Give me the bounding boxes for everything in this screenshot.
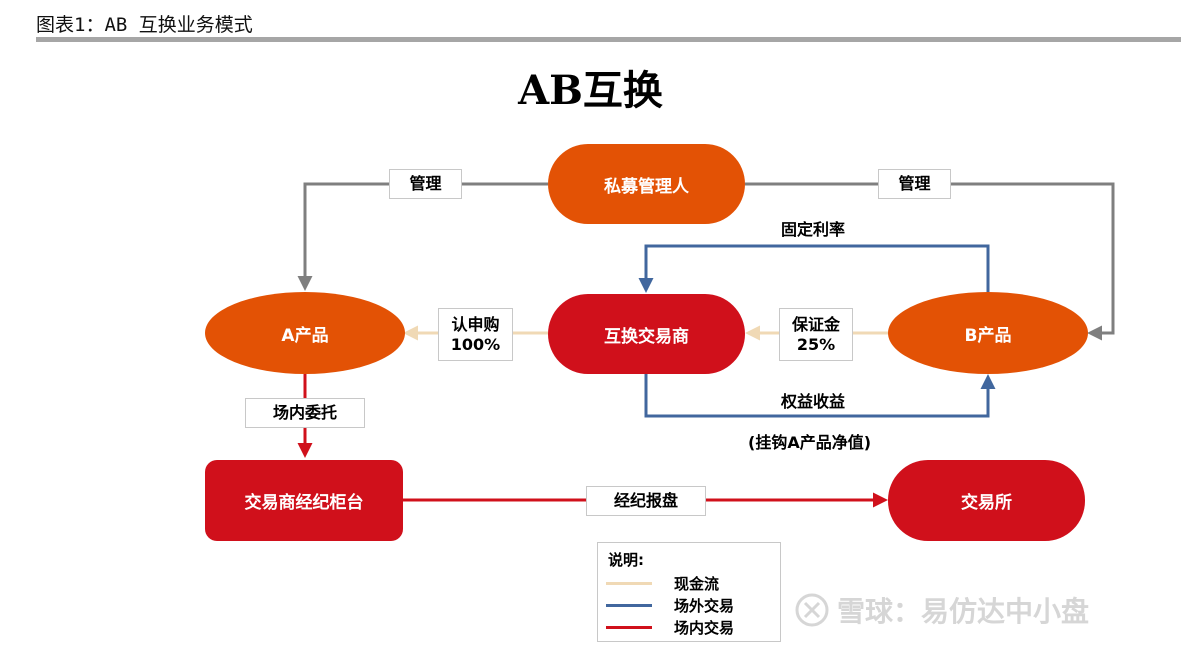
diagram-title: AB互换 — [518, 67, 663, 114]
equity-return-line — [644, 374, 996, 418]
legend: 说明: 现金流 场外交易 场内交易 — [597, 542, 781, 642]
pegged-label: (挂钩A产品净值) — [748, 433, 872, 452]
caption-rule — [36, 37, 1181, 42]
broker-counter-label: 交易商经纪柜台 — [244, 493, 364, 513]
margin-text: 保证金 — [791, 314, 840, 334]
legend-item-otc: 场外交易 — [606, 595, 776, 615]
exchange-node: 交易所 — [888, 460, 1085, 541]
watermark-text: 雪球：易仿达中小盘 — [837, 595, 1090, 628]
legend-label-otc: 场外交易 — [674, 597, 735, 615]
product-b-node: B产品 — [888, 292, 1088, 374]
subscribe-text: 认申购 — [451, 314, 500, 334]
manage-label-right: 管理 — [878, 169, 951, 199]
legend-label-cash-flow: 现金流 — [674, 575, 720, 593]
product-b-label: B产品 — [964, 325, 1012, 346]
exchange-label: 交易所 — [961, 493, 1012, 513]
product-a-node: A产品 — [205, 292, 405, 374]
manage-label-left: 管理 — [389, 169, 462, 199]
broker-counter-node: 交易商经纪柜台 — [205, 460, 403, 541]
legend-swatch-on-exchange — [606, 626, 652, 629]
subscribe-pct: 100% — [450, 334, 501, 354]
entrust-label: 场内委托 — [245, 398, 365, 428]
equity-return-label: 权益收益 — [781, 392, 846, 411]
legend-swatch-otc — [606, 604, 652, 607]
private-fund-manager-label: 私募管理人 — [604, 176, 689, 197]
margin-pct: 25% — [796, 334, 836, 354]
margin-label: 保证金 25% — [779, 308, 853, 361]
legend-item-on-exchange: 场内交易 — [606, 617, 776, 637]
fixed-rate-label: 固定利率 — [781, 220, 846, 239]
subscribe-label: 认申购 100% — [438, 308, 513, 361]
watermark: 雪球：易仿达中小盘 — [795, 590, 1089, 630]
product-a-label: A产品 — [281, 325, 329, 346]
fixed-rate-line — [638, 244, 990, 293]
swap-dealer-node: 互换交易商 — [548, 294, 745, 374]
snowball-logo-icon — [795, 593, 829, 627]
legend-item-cash-flow: 现金流 — [606, 573, 776, 593]
legend-swatch-cash-flow — [606, 582, 652, 585]
legend-title: 说明: — [608, 551, 644, 569]
broker-order-label: 经纪报盘 — [586, 486, 706, 516]
figure-caption: 图表1：AB 互换业务模式 — [36, 14, 253, 36]
legend-label-on-exchange: 场内交易 — [674, 619, 735, 637]
manage-line-left — [297, 182, 548, 291]
swap-dealer-label: 互换交易商 — [604, 326, 689, 347]
private-fund-manager-node: 私募管理人 — [548, 144, 745, 224]
